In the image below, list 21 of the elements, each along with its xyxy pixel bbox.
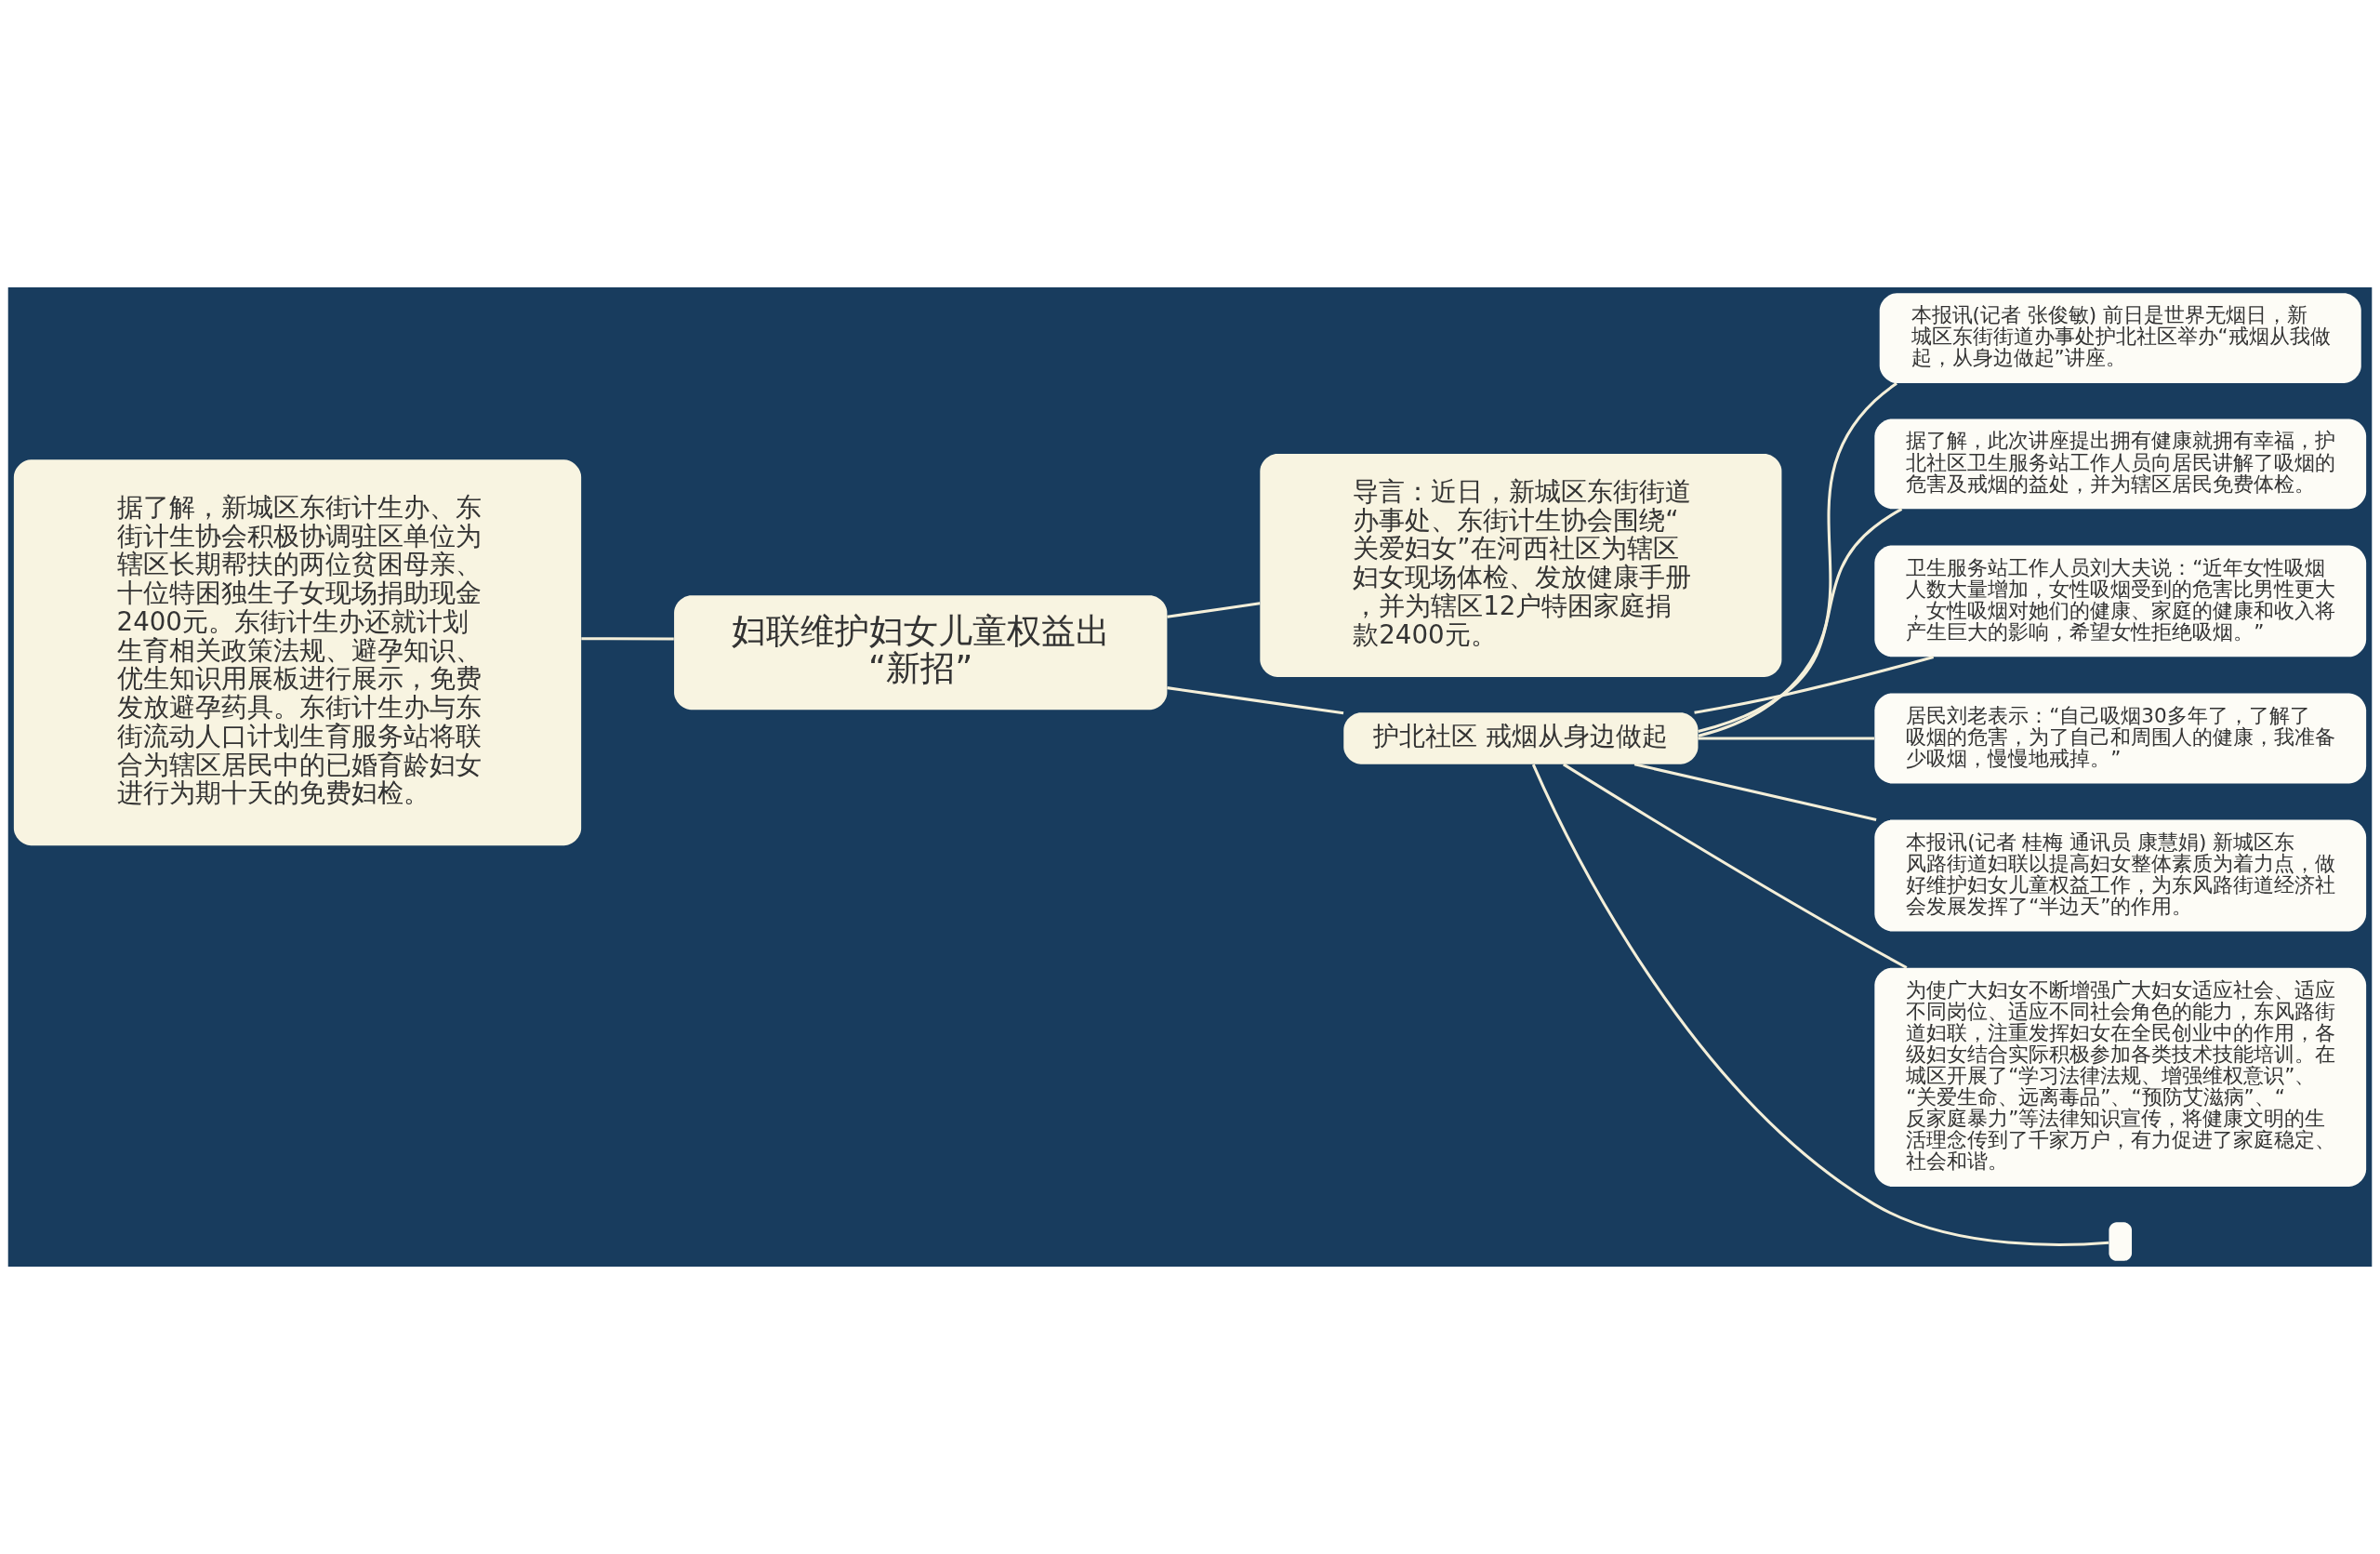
connector <box>1698 737 1874 740</box>
connector <box>1531 764 2109 1246</box>
node-box: 本报讯(记者 张俊敏) 前日是世界无烟日，新城区东街街道办事处护北社区举办“戒烟从我做起，从身边做起”讲座。 <box>1879 293 2361 383</box>
node-box: 护北社区 戒烟从身边做起 <box>1343 712 1699 764</box>
connector <box>1563 763 1908 969</box>
connector <box>1167 602 1261 618</box>
node-box: 本报讯(记者 桂梅 通讯员 康慧娟) 新城区东风路街道妇联以提高妇女整体素质为着力点，做好维护妇女儿童权益工作，为东风路街道经济社会发展发挥了“半边天”的作用。 <box>1874 819 2367 932</box>
node-box: 为使广大妇女不断增强广大妇女适应社会、适应不同岗位、适应不同社会角色的能力，东风路街道妇联，注重发挥妇女在全民创业中的作用，各级妇女结合实际积极参加各类技术技能培训。在城区开展了“学习法律法规、增强维权意识”、“关爱生命、远离毒品”、“预防艾滋病”、“反家庭暴力”等法律知识宣传，将健康文明的生活理念传到了千家万户，有力促进了家庭稳定、社会和谐。 <box>1874 967 2367 1187</box>
connector <box>1698 382 1897 737</box>
node-box <box>2109 1222 2133 1261</box>
node-box: 卫生服务站工作人员刘大夫说：“近年女性吸烟人数大量增加，女性吸烟受到的危害比男性更大，女性吸烟对她们的健康、家庭的健康和收入将产生巨大的影响，希望女性拒绝吸烟。” <box>1874 545 2367 657</box>
connector <box>581 637 674 641</box>
node-box: 妇联维护妇女儿童权益出“新招” <box>674 595 1168 711</box>
node-box: 居民刘老表示：“自己吸烟30多年了，了解了吸烟的危害，为了自己和周围人的健康，我准备少吸烟，慢慢地戒掉。” <box>1874 693 2367 784</box>
node-box: 据了解，此次讲座提出拥有健康就拥有幸福，护北社区卫生服务站工作人员向居民讲解了吸烟的危害及戒烟的益处，并为辖区居民免费体检。 <box>1874 418 2367 510</box>
node-box: 据了解，新城区东街计生办、东街计生协会积极协调驻区单位为辖区长期帮扶的两位贫困母亲、十位特困独生子女现场捐助现金2400元。东街计生办还就计划生育相关政策法规、避孕知识、优生知识用展板进行展示，免费发放避孕药具。东街计生办与东街流动人口计划生育服务站将联合为辖区居民中的已婚育龄妇女进行为期十天的免费妇检。 <box>13 459 582 846</box>
node-box: 导言：近日，新城区东街街道办事处、东街计生协会围绕“关爱妇女”在河西社区为辖区妇女现场体检、发放健康手册，并为辖区12户特困家庭捐款2400元。 <box>1260 454 1782 677</box>
connector <box>1167 686 1344 715</box>
connector <box>1633 763 1877 822</box>
connector <box>1698 508 1903 733</box>
connector <box>1694 655 1935 714</box>
